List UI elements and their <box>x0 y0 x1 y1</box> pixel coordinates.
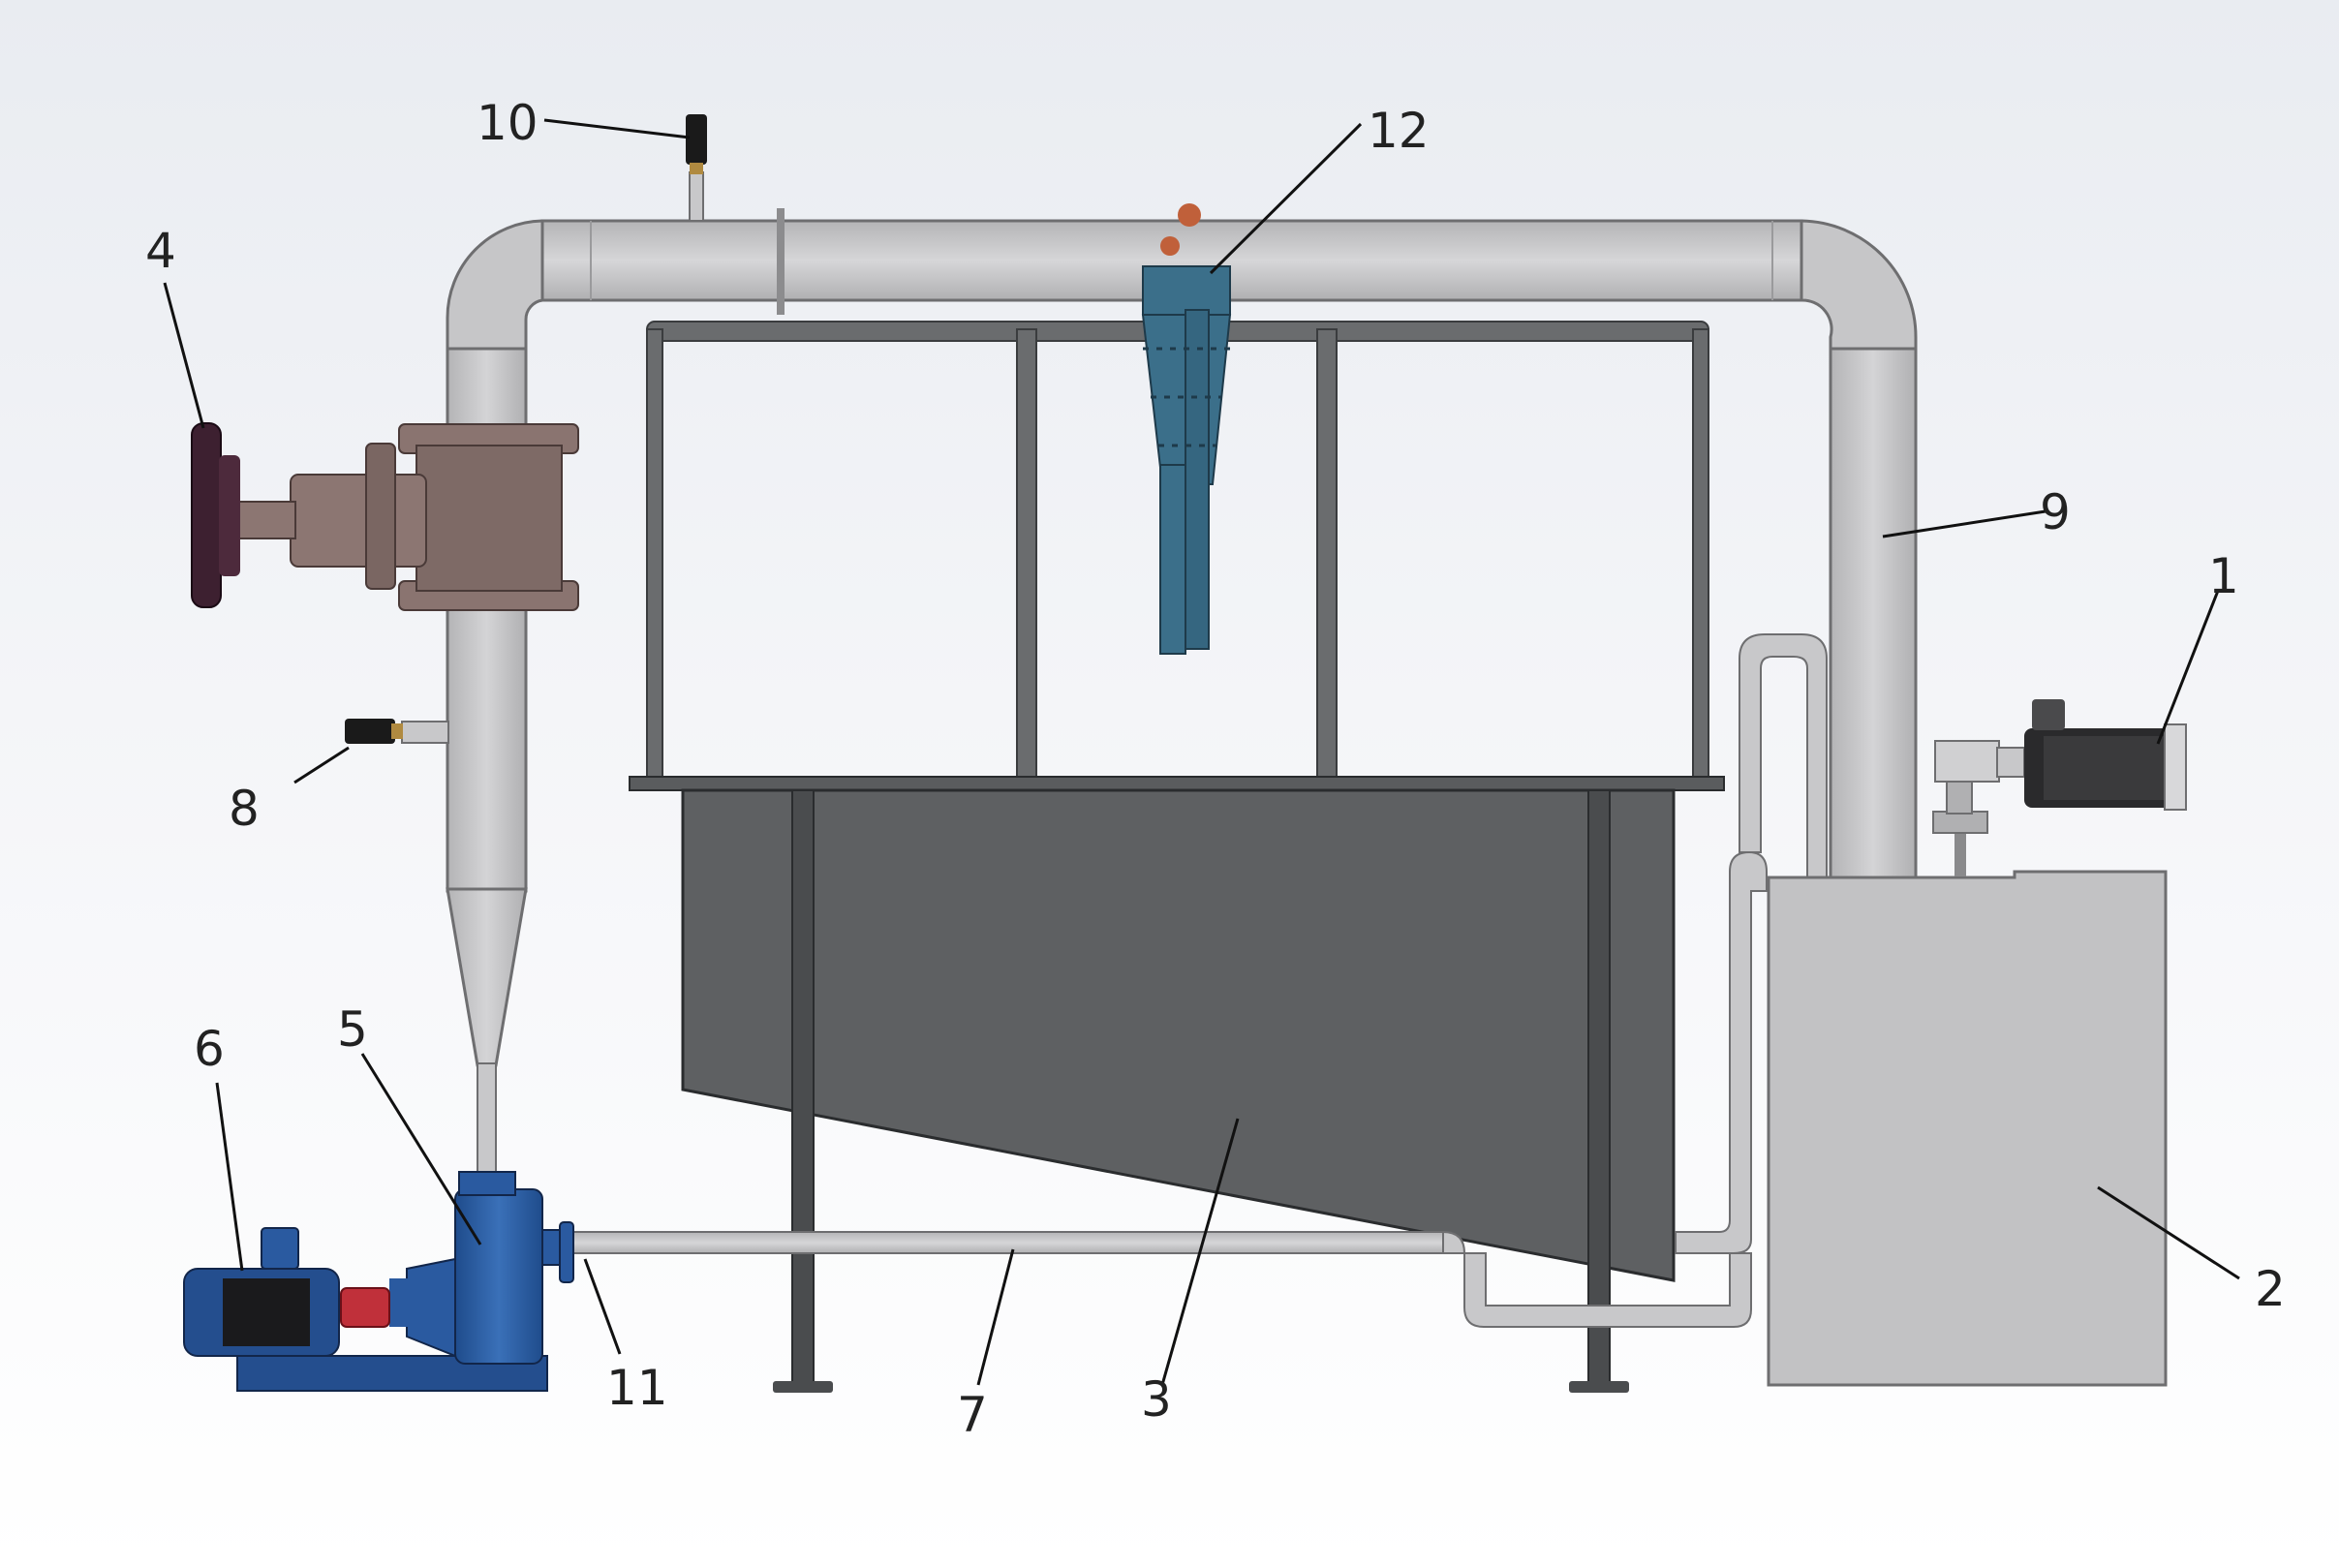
pump-motor-6 <box>183 1227 340 1357</box>
support-frame <box>629 321 1725 791</box>
label-8: 8 <box>229 781 260 837</box>
coupling <box>340 1287 390 1328</box>
callout-labels: 1 2 3 4 5 6 7 8 9 10 11 12 <box>145 95 2286 1443</box>
gate-valve-4 <box>191 422 579 611</box>
label-4: 4 <box>145 223 176 279</box>
pressure-sensor-10 <box>686 114 707 222</box>
return-pipe-7 <box>570 850 1768 1328</box>
centrifugal-pump-5 <box>236 1171 574 1392</box>
label-3: 3 <box>1141 1371 1172 1428</box>
pressure-sensor-8 <box>345 719 449 744</box>
label-11: 11 <box>606 1360 668 1416</box>
leader-lines <box>163 118 2240 1386</box>
label-1: 1 <box>2208 548 2239 604</box>
label-7: 7 <box>957 1387 988 1443</box>
label-6: 6 <box>194 1021 225 1077</box>
label-10: 10 <box>477 95 539 151</box>
water-tank-2 <box>1767 870 2168 1387</box>
label-9: 9 <box>2040 484 2071 540</box>
overflow-pipe <box>1739 633 1828 882</box>
stirring-motor-1 <box>1932 699 2187 876</box>
label-2: 2 <box>2255 1261 2286 1317</box>
settling-tank-3 <box>681 788 1676 1393</box>
hydrocyclone-12 <box>1141 203 1232 655</box>
label-12: 12 <box>1368 103 1430 159</box>
label-5: 5 <box>337 1001 368 1058</box>
